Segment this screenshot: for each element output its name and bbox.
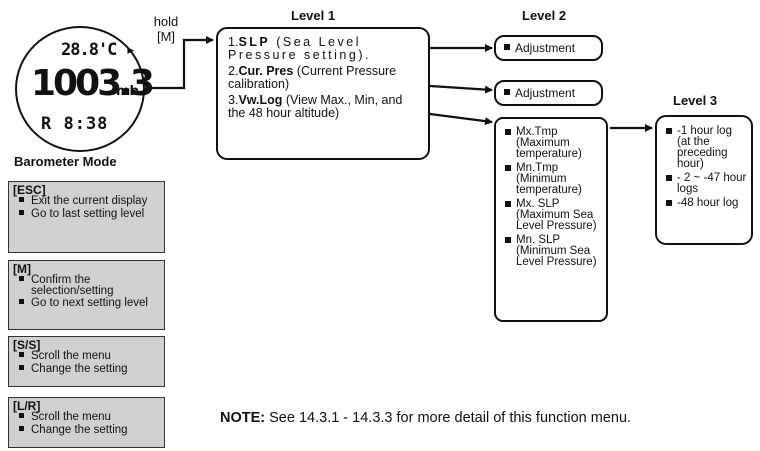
- log-item-text: Mx. SLP (Maximum Sea Level Pressure): [516, 198, 597, 232]
- key-item: Change the setting: [13, 362, 160, 375]
- key-item: Go to last setting level: [13, 207, 160, 220]
- key-m-box: [M] Confirm the selection/setting Go to …: [8, 260, 165, 330]
- curpres-adjustment-box: Adjustment: [494, 80, 603, 106]
- key-item-text: Change the setting: [31, 362, 128, 375]
- time-reading: R 8:38: [41, 114, 109, 134]
- log-item-mx-slp: Mx. SLP (Maximum Sea Level Pressure): [505, 198, 602, 232]
- bullet-icon: [666, 175, 672, 181]
- key-item: Change the setting: [13, 423, 160, 436]
- key-item: Exit the current display: [13, 196, 160, 207]
- adjustment-label: Adjustment: [515, 41, 576, 55]
- item-number: 1.: [228, 35, 239, 49]
- key-item: Scroll the menu: [13, 351, 160, 362]
- adjustment-label: Adjustment: [515, 86, 576, 100]
- watch-display: 28.8'C ▸ 1003.3 mb R 8:38: [15, 26, 155, 152]
- key-item: Go to next setting level: [13, 298, 160, 309]
- bullet-icon: [505, 165, 511, 171]
- key-title: [S/S]: [13, 338, 41, 352]
- bullet-icon: [19, 364, 24, 370]
- bullet-icon: [505, 129, 511, 135]
- bullet-icon: [505, 201, 511, 207]
- log-item-mn-slp: Mn. SLP (Minimum Sea Level Pressure): [505, 234, 602, 268]
- item-number: 2.: [228, 64, 239, 78]
- key-item-text: Exit the current display: [31, 195, 148, 207]
- key-item: Scroll the menu: [13, 412, 160, 423]
- level1-title: Level 1: [291, 8, 336, 23]
- level3-item-text: -48 hour log: [677, 197, 739, 209]
- hold-key: [M]: [156, 29, 176, 44]
- curpres-arrow: [429, 84, 493, 94]
- log-list-box: Mx.Tmp (Maximum temperature) Mn.Tmp (Min…: [494, 117, 608, 322]
- key-ss-box: [S/S] Scroll the menu Change the setting: [8, 336, 165, 387]
- item-desc: (View Max., Min, and the 48 hour altitud…: [228, 93, 403, 120]
- level3-item-text: -1 hour log (at the preceding hour): [677, 125, 732, 170]
- hold-text: hold: [153, 14, 179, 29]
- item-name: Vw.Log: [238, 93, 283, 107]
- mode-caption: Barometer Mode: [14, 154, 117, 169]
- log-item-mx-tmp: Mx.Tmp (Maximum temperature): [505, 126, 602, 160]
- level1-item-vwlog: 3.Vw.Log (View Max., Min, and the 48 hou…: [228, 94, 420, 119]
- key-item-text: Scroll the menu: [31, 411, 111, 423]
- key-title: [L/R]: [13, 399, 41, 413]
- vwlog-arrow: [429, 112, 493, 126]
- bullet-icon: [504, 89, 510, 95]
- hold-arrow: [146, 36, 214, 90]
- bullet-icon: [666, 128, 672, 134]
- slp-adjustment-box: Adjustment: [494, 35, 603, 61]
- level3-item: -48 hour log: [666, 197, 748, 209]
- level3-box: -1 hour log (at the preceding hour) - 2 …: [655, 115, 753, 245]
- bullet-icon: [19, 413, 24, 418]
- bullet-icon: [19, 209, 24, 215]
- temperature-reading: 28.8'C ▸: [61, 40, 136, 60]
- level3-item: - 2 ~ -47 hour logs: [666, 172, 748, 195]
- item-name: Cur. Pres: [238, 64, 294, 78]
- level3-title: Level 3: [673, 93, 718, 108]
- pressure-reading: 1003.3: [31, 63, 155, 104]
- key-item-text: Change the setting: [31, 423, 128, 436]
- level1-box: 1.SLP (Sea Level Pressure setting). 2.Cu…: [216, 27, 430, 160]
- bullet-icon: [505, 237, 511, 243]
- key-item-text: Confirm the selection/setting: [31, 274, 114, 297]
- log-item-mn-tmp: Mn.Tmp (Minimum temperature): [505, 162, 602, 196]
- key-title: [M]: [13, 262, 31, 276]
- bullet-icon: [19, 299, 24, 304]
- item-desc: (Sea Level Pressure setting).: [228, 35, 371, 62]
- key-item-text: Go to last setting level: [31, 207, 145, 220]
- bullet-icon: [19, 425, 24, 431]
- key-title: [ESC]: [13, 183, 46, 197]
- bullet-icon: [19, 352, 24, 357]
- key-item: Confirm the selection/setting: [13, 274, 160, 297]
- bullet-icon: [19, 276, 24, 281]
- key-esc-box: [ESC] Exit the current display Go to las…: [8, 181, 165, 253]
- key-lr-box: [L/R] Scroll the menu Change the setting: [8, 397, 165, 448]
- log-item-text: Mn.Tmp (Minimum temperature): [516, 162, 582, 196]
- pressure-unit: mb: [116, 84, 139, 99]
- key-item-text: Go to next setting level: [31, 297, 148, 309]
- bullet-icon: [666, 200, 672, 206]
- footnote: NOTE: See 14.3.1 - 14.3.3 for more detai…: [220, 410, 631, 426]
- level3-item: -1 hour log (at the preceding hour): [666, 125, 748, 170]
- note-text: See 14.3.1 - 14.3.3 for more detail of t…: [265, 410, 632, 426]
- note-label: NOTE:: [220, 410, 266, 426]
- level3-item-text: - 2 ~ -47 hour logs: [677, 172, 747, 195]
- level2-title: Level 2: [522, 8, 567, 23]
- key-item-text: Scroll the menu: [31, 350, 111, 362]
- bullet-icon: [19, 197, 24, 202]
- log-item-text: Mx.Tmp (Maximum temperature): [516, 126, 582, 160]
- item-number: 3.: [228, 93, 239, 107]
- level1-item-slp: 1.SLP (Sea Level Pressure setting).: [228, 36, 420, 61]
- item-desc: (Current Pressure calibration): [228, 64, 397, 91]
- level1-item-curpres: 2.Cur. Pres (Current Pressure calibratio…: [228, 65, 420, 90]
- bullet-icon: [504, 44, 510, 50]
- hold-label: hold [M]: [148, 14, 184, 44]
- item-name: SLP: [238, 35, 271, 49]
- log-item-text: Mn. SLP (Minimum Sea Level Pressure): [516, 234, 597, 268]
